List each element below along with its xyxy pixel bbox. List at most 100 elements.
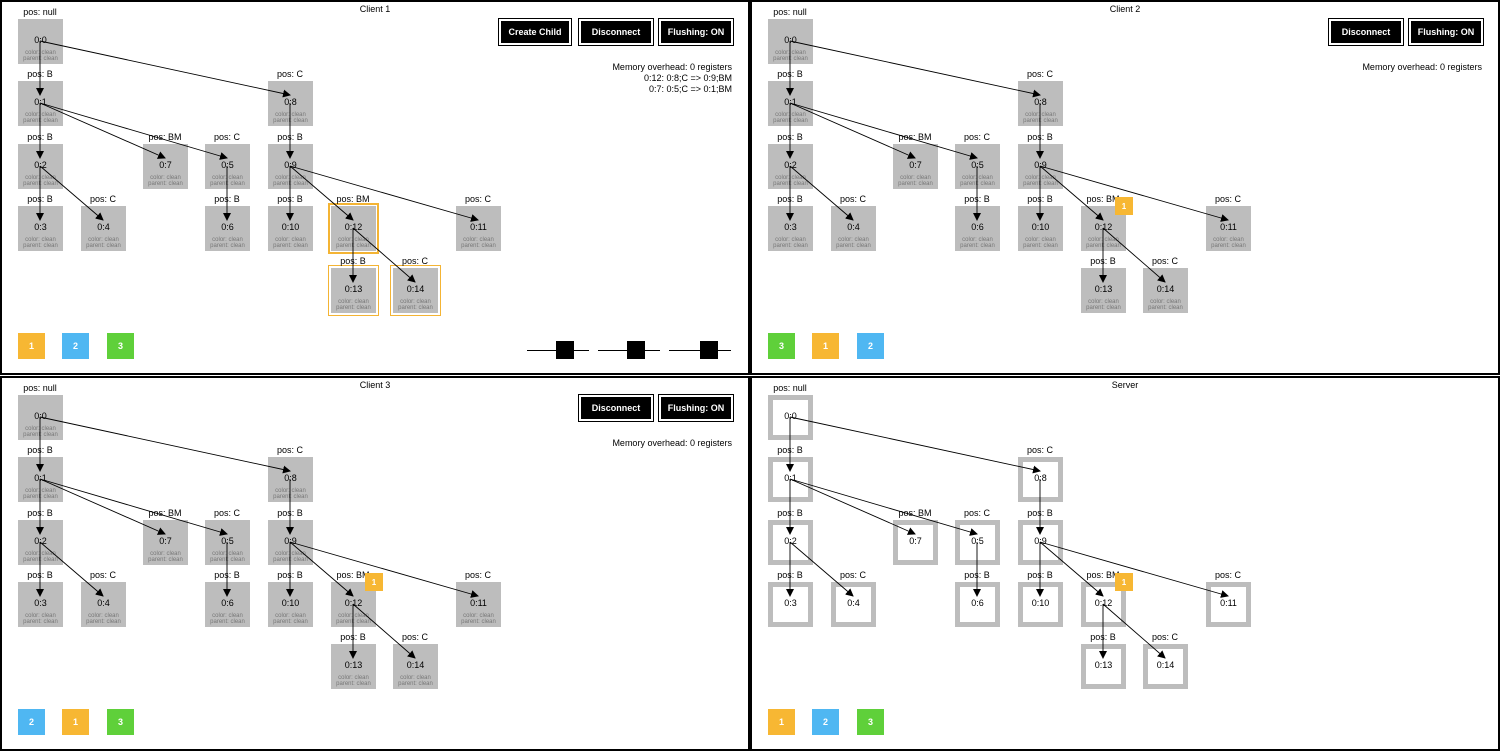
disconnect-button[interactable]: Disconnect <box>579 19 653 45</box>
node-parent-status: parent: clean <box>210 243 245 249</box>
node-position-label: pos: C <box>963 132 990 142</box>
tree-node[interactable]: 0:5 <box>955 520 1000 565</box>
tree-node[interactable]: 0:10 <box>1018 582 1063 627</box>
tree-edge <box>39 416 291 474</box>
tree-node[interactable]: 0:9 <box>1018 520 1063 565</box>
memory-overhead: Memory overhead: 0 registers <box>1362 62 1482 73</box>
client-square-2[interactable]: 2 <box>812 709 839 735</box>
flushing-toggle-button[interactable]: Flushing: ON <box>1409 19 1483 45</box>
client-square-3[interactable]: 3 <box>857 709 884 735</box>
client-square-1[interactable]: 1 <box>62 709 89 735</box>
client-square-1[interactable]: 1 <box>768 709 795 735</box>
client-square-1[interactable]: 1 <box>812 333 839 359</box>
tree-node[interactable]: 0:4 <box>831 582 876 627</box>
create-child-button[interactable]: Create Child <box>499 19 571 45</box>
node-parent-status: parent: clean <box>148 181 183 187</box>
delay-slider[interactable] <box>527 341 589 359</box>
tree-node[interactable]: 0:11 <box>1206 582 1251 627</box>
tree-node[interactable]: 0:6 <box>955 582 1000 627</box>
slider-knob[interactable] <box>627 341 645 359</box>
client-square-3[interactable]: 3 <box>107 709 134 735</box>
tree-node[interactable]: 0:1 <box>768 457 813 502</box>
node-color-status: color: clean <box>1150 299 1181 305</box>
disconnect-button[interactable]: Disconnect <box>1329 19 1403 45</box>
tree-node[interactable]: 0:7 <box>893 520 938 565</box>
slider-knob[interactable] <box>556 341 574 359</box>
delay-slider[interactable] <box>598 341 660 359</box>
client-square-2[interactable]: 2 <box>857 333 884 359</box>
node-position-label: pos: C <box>1151 256 1178 266</box>
tree-node[interactable]: 0:3 <box>768 582 813 627</box>
client-square-2[interactable]: 2 <box>18 709 45 735</box>
node-position-label: pos: B <box>340 256 366 266</box>
delay-slider[interactable] <box>669 341 731 359</box>
disconnect-button[interactable]: Disconnect <box>579 395 653 421</box>
client-square-3[interactable]: 3 <box>768 333 795 359</box>
node-id: 0:9 <box>1034 536 1047 546</box>
tree-node[interactable]: 0:8 <box>1018 457 1063 502</box>
node-id: 0:8 <box>1034 97 1047 107</box>
panel-border <box>750 376 1500 751</box>
flushing-toggle-button[interactable]: Flushing: ON <box>659 19 733 45</box>
client-square-1[interactable]: 1 <box>18 333 45 359</box>
node-parent-status: parent: clean <box>210 557 245 563</box>
node-parent-status: parent: clean <box>1023 243 1058 249</box>
node-position-label: pos: BM <box>336 194 370 204</box>
node-id: 0:8 <box>1034 473 1047 483</box>
slider-knob[interactable] <box>700 341 718 359</box>
tree-node[interactable]: 0:2 <box>768 520 813 565</box>
tree-node[interactable]: 0:14 <box>1143 644 1188 689</box>
tree-node[interactable]: 0:0 <box>768 395 813 440</box>
tree-node[interactable]: 0:13 <box>1081 644 1126 689</box>
flushing-toggle-button[interactable]: Flushing: ON <box>659 395 733 421</box>
client-square-2[interactable]: 2 <box>62 333 89 359</box>
client-square-3[interactable]: 3 <box>107 333 134 359</box>
tree-edges <box>786 40 1229 283</box>
